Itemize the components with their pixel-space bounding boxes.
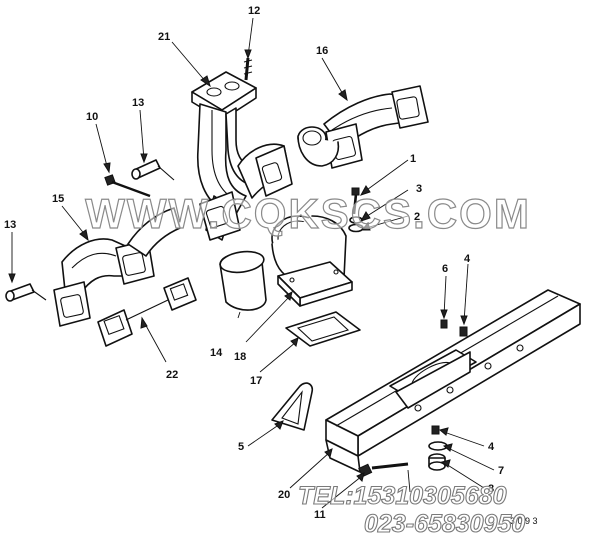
callout-16: 16 — [316, 45, 328, 57]
callout-2: 2 — [414, 211, 420, 223]
part-20-crossover-tube — [325, 289, 581, 473]
part-1-bolt — [351, 187, 360, 215]
corner-mark: 3 0 9 3 — [510, 516, 538, 526]
callout-21: 21 — [158, 31, 170, 43]
part-15-exhaust-elbow — [53, 207, 181, 327]
callout-18: 18 — [234, 351, 246, 363]
part-5-gasket — [271, 382, 314, 431]
callout-4-lower: 4 — [488, 441, 495, 453]
callout-11: 11 — [314, 509, 326, 521]
part-14-sleeve — [219, 250, 267, 311]
watermark-site: WWW.CQKSCS.COM — [85, 189, 531, 237]
callout-8: 8 — [488, 483, 494, 495]
callout-13-lower: 13 — [4, 219, 16, 231]
part-4-plug-upper — [459, 326, 468, 337]
part-12-stud — [243, 57, 253, 81]
callout-1: 1 — [410, 153, 416, 165]
part-11-bolt — [358, 462, 409, 478]
part-6-plug — [440, 319, 448, 329]
part-22-gaskets — [97, 277, 197, 347]
watermark-phone: 023-65830950 — [363, 509, 526, 538]
leader-lines — [8, 17, 495, 509]
callout-labels: 12 21 16 13 10 1 3 15 2 13 6 4 14 18 22 … — [4, 5, 538, 526]
part-21-outlet-flange — [255, 145, 293, 197]
callout-14: 14 — [210, 347, 223, 359]
seal-ring — [297, 126, 340, 167]
part-17-gasket — [285, 311, 361, 347]
part-21-lower-flange — [199, 191, 241, 241]
part-16-exhaust-elbow — [323, 85, 429, 169]
callout-15: 15 — [52, 193, 64, 205]
callout-6: 6 — [442, 263, 448, 275]
watermark-tel: TEL:15310305680 — [297, 481, 507, 510]
part-13-stud-upper — [131, 159, 175, 181]
part-10-bolt — [104, 174, 151, 198]
callout-12: 12 — [248, 5, 260, 17]
callout-7: 7 — [498, 465, 504, 477]
callout-5: 5 — [238, 441, 244, 453]
callout-10: 10 — [86, 111, 98, 123]
callout-13-upper: 13 — [132, 97, 144, 109]
part-18-outlet-elbow — [271, 215, 353, 307]
callout-4-upper: 4 — [464, 253, 471, 265]
callout-22: 22 — [166, 369, 178, 381]
part-4-plug-lower — [431, 425, 440, 435]
part-13-stud-lower — [5, 283, 47, 302]
part-8-plug — [428, 453, 446, 471]
part-2-washer — [348, 223, 364, 233]
callout-20: 20 — [278, 489, 290, 501]
callout-3: 3 — [416, 183, 422, 195]
callout-17: 17 — [250, 375, 262, 387]
